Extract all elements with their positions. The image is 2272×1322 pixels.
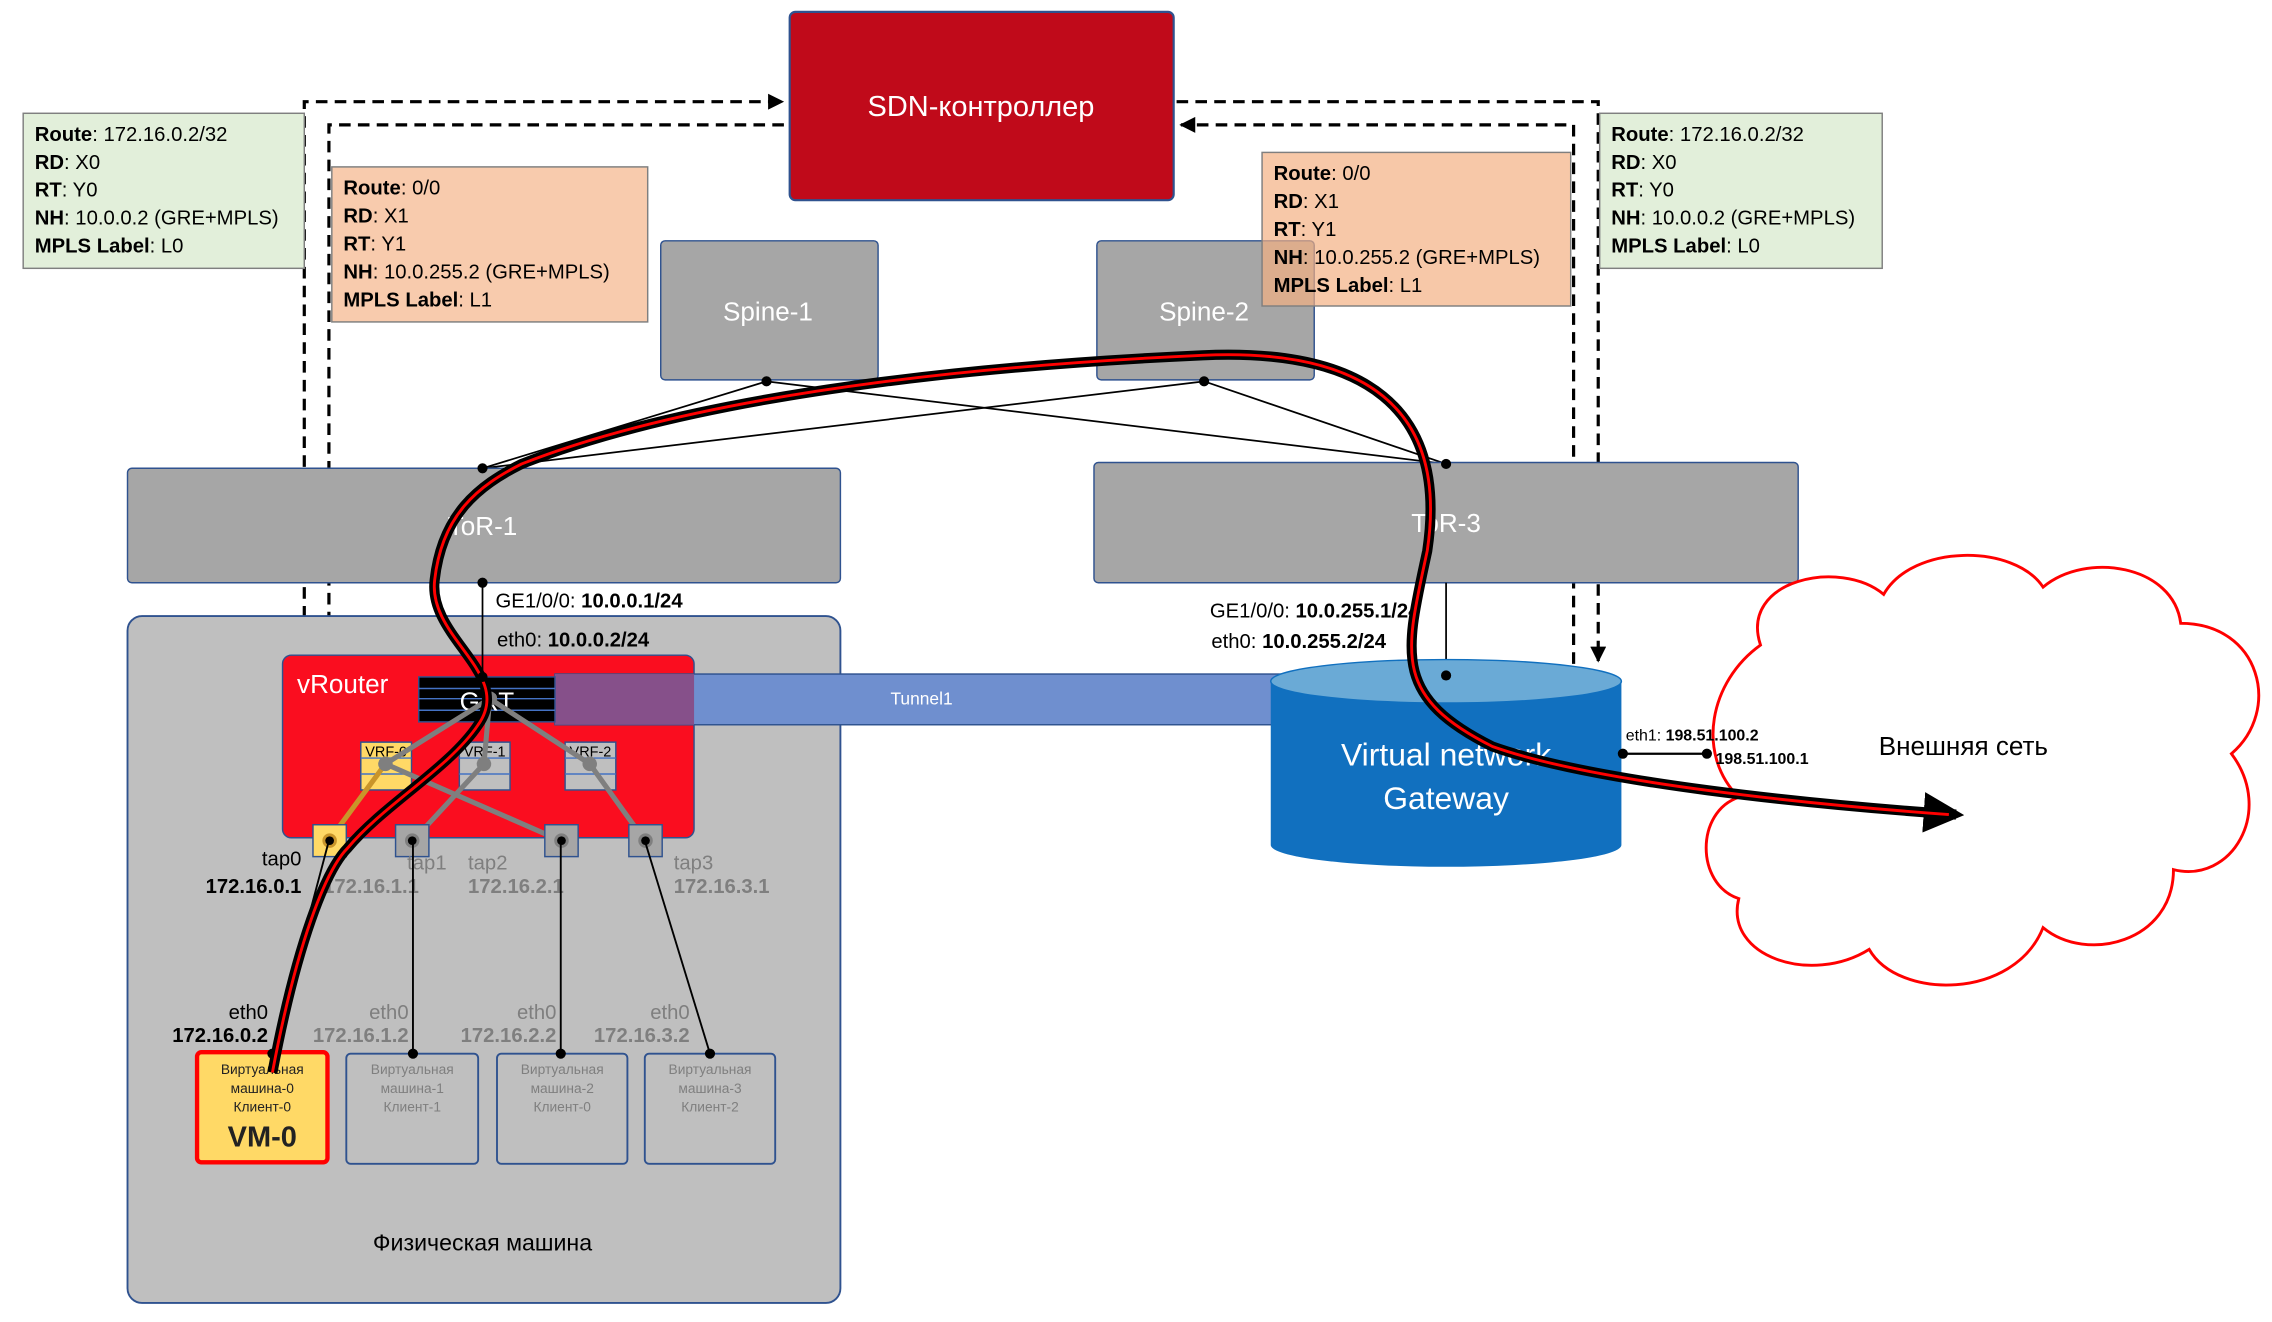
vm-text: Клиент-0 (234, 1100, 292, 1115)
spine-2-label: Spine-2 (1159, 296, 1249, 326)
vm-text: Виртуальная (669, 1062, 752, 1077)
route-line: RT: Y1 (1274, 219, 1337, 241)
fabric-links (482, 380, 1447, 470)
route-line: NH: 10.0.0.2 (GRE+MPLS) (35, 208, 279, 230)
vm-ip: 172.16.1.2 (313, 1025, 409, 1047)
external-network-label: Внешняя сеть (1879, 731, 2048, 761)
host-interface: eth0: 10.0.0.2/24 (497, 630, 650, 652)
route-line: NH: 10.0.255.2 (GRE+MPLS) (343, 261, 609, 283)
vm-text: Клиент-0 (533, 1100, 591, 1115)
vm-text: машина-2 (531, 1081, 594, 1096)
vm-ip: 172.16.3.2 (594, 1025, 690, 1047)
route-line: RD: X1 (1274, 191, 1339, 213)
gateway-eth1: eth1: 198.51.100.2 (1626, 728, 1759, 745)
vm-ip: 172.16.0.2 (172, 1025, 268, 1047)
physical-machine-label: Физическая машина (373, 1230, 592, 1256)
controller-label: SDN-контроллер (868, 91, 1095, 123)
route-line: Route: 0/0 (343, 177, 440, 199)
vm-text: Клиент-2 (681, 1100, 738, 1115)
tap-ip: 172.16.0.1 (206, 876, 302, 898)
tunnel-label: Tunnel1 (890, 688, 952, 708)
spine-1[interactable]: Spine-1 (660, 240, 879, 381)
vm-tag: VM-0 (228, 1121, 297, 1153)
traffic-path (267, 349, 1965, 1074)
vm-eth: eth0 (369, 1002, 408, 1024)
route-line: RT: Y0 (1611, 180, 1674, 202)
sdn-controller[interactable]: SDN-контроллер (788, 10, 1175, 202)
vrouter-label: vRouter (297, 669, 389, 699)
gateway-label-2: Gateway (1383, 780, 1509, 816)
route-line: MPLS Label: L0 (35, 236, 184, 258)
route-line: RT: Y1 (343, 233, 406, 255)
tap-name: tap1 (407, 853, 446, 875)
spine-1-label: Spine-1 (723, 296, 813, 326)
route-line: NH: 10.0.0.2 (GRE+MPLS) (1611, 208, 1855, 230)
route-line: NH: 10.0.255.2 (GRE+MPLS) (1274, 247, 1540, 269)
route-line: MPLS Label: L1 (343, 289, 492, 311)
tap-name: tap0 (262, 848, 301, 870)
tap-name: tap3 (674, 853, 713, 875)
vm-eth: eth0 (517, 1002, 556, 1024)
tunnel1: Tunnel1 (554, 673, 1302, 726)
route-line: RT: Y0 (35, 180, 98, 202)
tor-3-label: ToR-3 (1411, 508, 1481, 538)
route-line: RD: X0 (35, 152, 100, 174)
gateway-interface: eth0: 10.0.255.2/24 (1211, 631, 1386, 653)
tap-ip: 172.16.3.1 (674, 876, 770, 898)
vm-text: Виртуальная (221, 1062, 304, 1077)
tor1-interface: GE1/0/0: 10.0.0.1/24 (496, 590, 684, 612)
route-line: RD: X0 (1611, 152, 1676, 174)
route-line: Route: 0/0 (1274, 163, 1371, 185)
route-line: Route: 172.16.0.2/32 (1611, 124, 1804, 146)
route-box-right-orange: Route: 0/0RD: X1 RT: Y1 NH: 10.0.255.2 (GR… (1261, 151, 1572, 307)
vm-text: Виртуальная (371, 1062, 454, 1077)
tap-ip: 172.16.2.1 (468, 876, 564, 898)
external-peer-ip: 198.51.100.1 (1716, 751, 1809, 768)
route-line: MPLS Label: L0 (1611, 236, 1760, 258)
route-box-left-orange: Route: 0/0RD: X1 RT: Y1 NH: 10.0.255.2 (GR… (331, 166, 649, 323)
vm-text: Клиент-1 (383, 1100, 440, 1115)
spine-2[interactable]: Spine-2 (1096, 240, 1315, 381)
tor3-interface: GE1/0/0: 10.0.255.1/24 (1210, 601, 1420, 623)
vm-ip: 172.16.2.2 (461, 1025, 557, 1047)
tor-3[interactable]: ToR-3 (1093, 461, 1799, 584)
vm-eth: eth0 (650, 1002, 689, 1024)
route-line: MPLS Label: L1 (1274, 275, 1423, 297)
vm-text: Виртуальная (521, 1062, 604, 1077)
route-line: RD: X1 (343, 205, 408, 227)
virtual-network-gateway[interactable]: Virtual network Gateway (1270, 658, 1623, 867)
external-network-cloud[interactable]: Внешняя сеть (1704, 553, 2261, 987)
vm-text: машина-3 (678, 1081, 742, 1096)
tap-name: tap2 (468, 853, 507, 875)
tap-ip: 172.16.1.1 (323, 876, 419, 898)
vm-text: машина-1 (381, 1081, 444, 1096)
route-line: Route: 172.16.0.2/32 (35, 124, 228, 146)
vm-text: машина-0 (231, 1081, 295, 1096)
vm-eth: eth0 (229, 1002, 268, 1024)
